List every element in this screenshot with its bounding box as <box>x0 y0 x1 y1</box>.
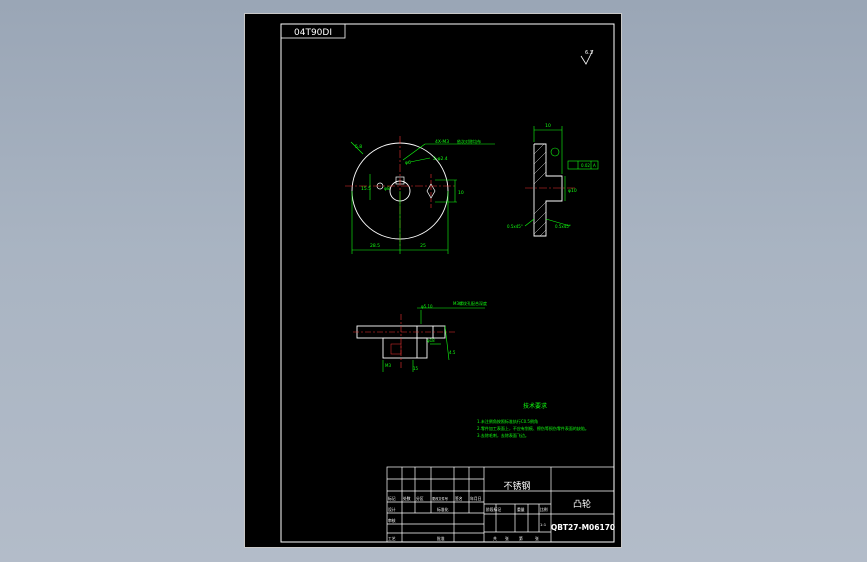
dim-bore: φ8 <box>384 186 390 192</box>
dim-side: 10 <box>458 190 464 196</box>
tb-sheet-3: 张 <box>535 536 539 541</box>
drawing-number: QBT27-M06170 <box>551 523 615 532</box>
tb-scale: 1:1 <box>540 522 547 527</box>
bottom-depth: 15 <box>413 366 419 371</box>
hole-note-2: 依次对称均布 <box>457 138 481 144</box>
tb-check: 审核 <box>388 518 396 523</box>
tb-label-1: 处数 <box>403 496 411 501</box>
title-block: 标记 处数 分区 更改文件号 签名 年月日 设计 标准化 审核 工艺 批准 阶段… <box>386 466 615 543</box>
side-tol: 0.02 <box>581 163 590 168</box>
tb-label-3: 更改文件号 <box>432 496 448 501</box>
tb-label-2: 分区 <box>416 496 424 501</box>
tech-item-1: 1.未注倒角按照标准执行C0.5倒角 <box>477 418 538 424</box>
tech-title: 技术要求 <box>523 402 547 410</box>
tb-label-0: 标记 <box>388 496 396 501</box>
dim-left: 28.5 <box>370 243 380 249</box>
side-datum: A <box>593 163 596 168</box>
tb-sheet-0: 共 <box>493 536 497 541</box>
dim-side-2: 15.5 <box>361 186 371 192</box>
tech-item-3: 3.去除毛刺，去除表面飞边。 <box>477 432 529 438</box>
side-width: 10 <box>545 123 551 129</box>
dim-right: 25 <box>420 243 426 249</box>
bottom-view: φ5.10 M3螺纹孔配合深度 φ18 4.5 15 M3 <box>353 300 487 372</box>
bottom-thread: M3 <box>385 363 391 368</box>
tb-sheet-2: 第 <box>519 536 523 541</box>
side-right-chamfer: 0.5x45° <box>555 224 571 229</box>
side-left-chamfer: 0.5x45° <box>507 224 523 229</box>
dim-small-holes: 2-φ2.4 <box>433 156 448 162</box>
dim-angle: 5.8 <box>355 144 362 150</box>
tb-process: 工艺 <box>388 536 396 541</box>
bottom-note-2: M3螺纹孔配合深度 <box>453 300 487 306</box>
bottom-chamfer: 4.5 <box>449 350 456 355</box>
tb-stage-2: 比例 <box>540 507 548 512</box>
inner-frame <box>280 23 615 543</box>
tech-item-2: 2.零件加工表面上，不应有划痕、擦伤等损伤零件表面的缺陷。 <box>477 425 589 431</box>
side-view: 10 0.02 A φ10 0.5x45° 0.5x45° <box>507 123 599 237</box>
tech-requirements: 技术要求 1.未注倒角按照标准执行C0.5倒角 2.零件加工表面上，不应有划痕、… <box>477 402 589 438</box>
svg-text:6.3: 6.3 <box>585 50 593 56</box>
bottom-note-1: φ5.10 <box>421 304 433 309</box>
hole-note: 4X-M3 <box>435 139 449 145</box>
tb-stage-1: 重量 <box>517 507 525 512</box>
code-box-text: 04T90DI <box>294 28 332 38</box>
tb-label-5: 年月日 <box>470 496 482 501</box>
material: 不锈钢 <box>503 480 530 492</box>
tb-label-4: 签名 <box>455 496 463 501</box>
tb-std: 标准化 <box>437 507 449 512</box>
bottom-dia: φ18 <box>427 338 435 343</box>
roughness-symbol: 6.3 <box>580 49 594 65</box>
side-hole: φ10 <box>568 188 577 194</box>
part-name: 凸轮 <box>573 498 591 510</box>
tb-stage-0: 阶段标记 <box>486 507 501 512</box>
tb-sheet-1: 张 <box>505 536 509 541</box>
front-view: 28.5 25 5.8 4X-M3 依次对称均布 2-φ2.4 φ6 10 15… <box>345 136 495 254</box>
code-box <box>280 23 346 39</box>
tb-approve: 批准 <box>437 536 445 541</box>
dim-slot: φ6 <box>405 160 411 166</box>
drawing-sheet: 04T90DI 6.3 28.5 <box>244 13 622 548</box>
cad-drawing: 04T90DI 6.3 28.5 <box>280 23 615 543</box>
tb-design: 设计 <box>388 507 396 512</box>
